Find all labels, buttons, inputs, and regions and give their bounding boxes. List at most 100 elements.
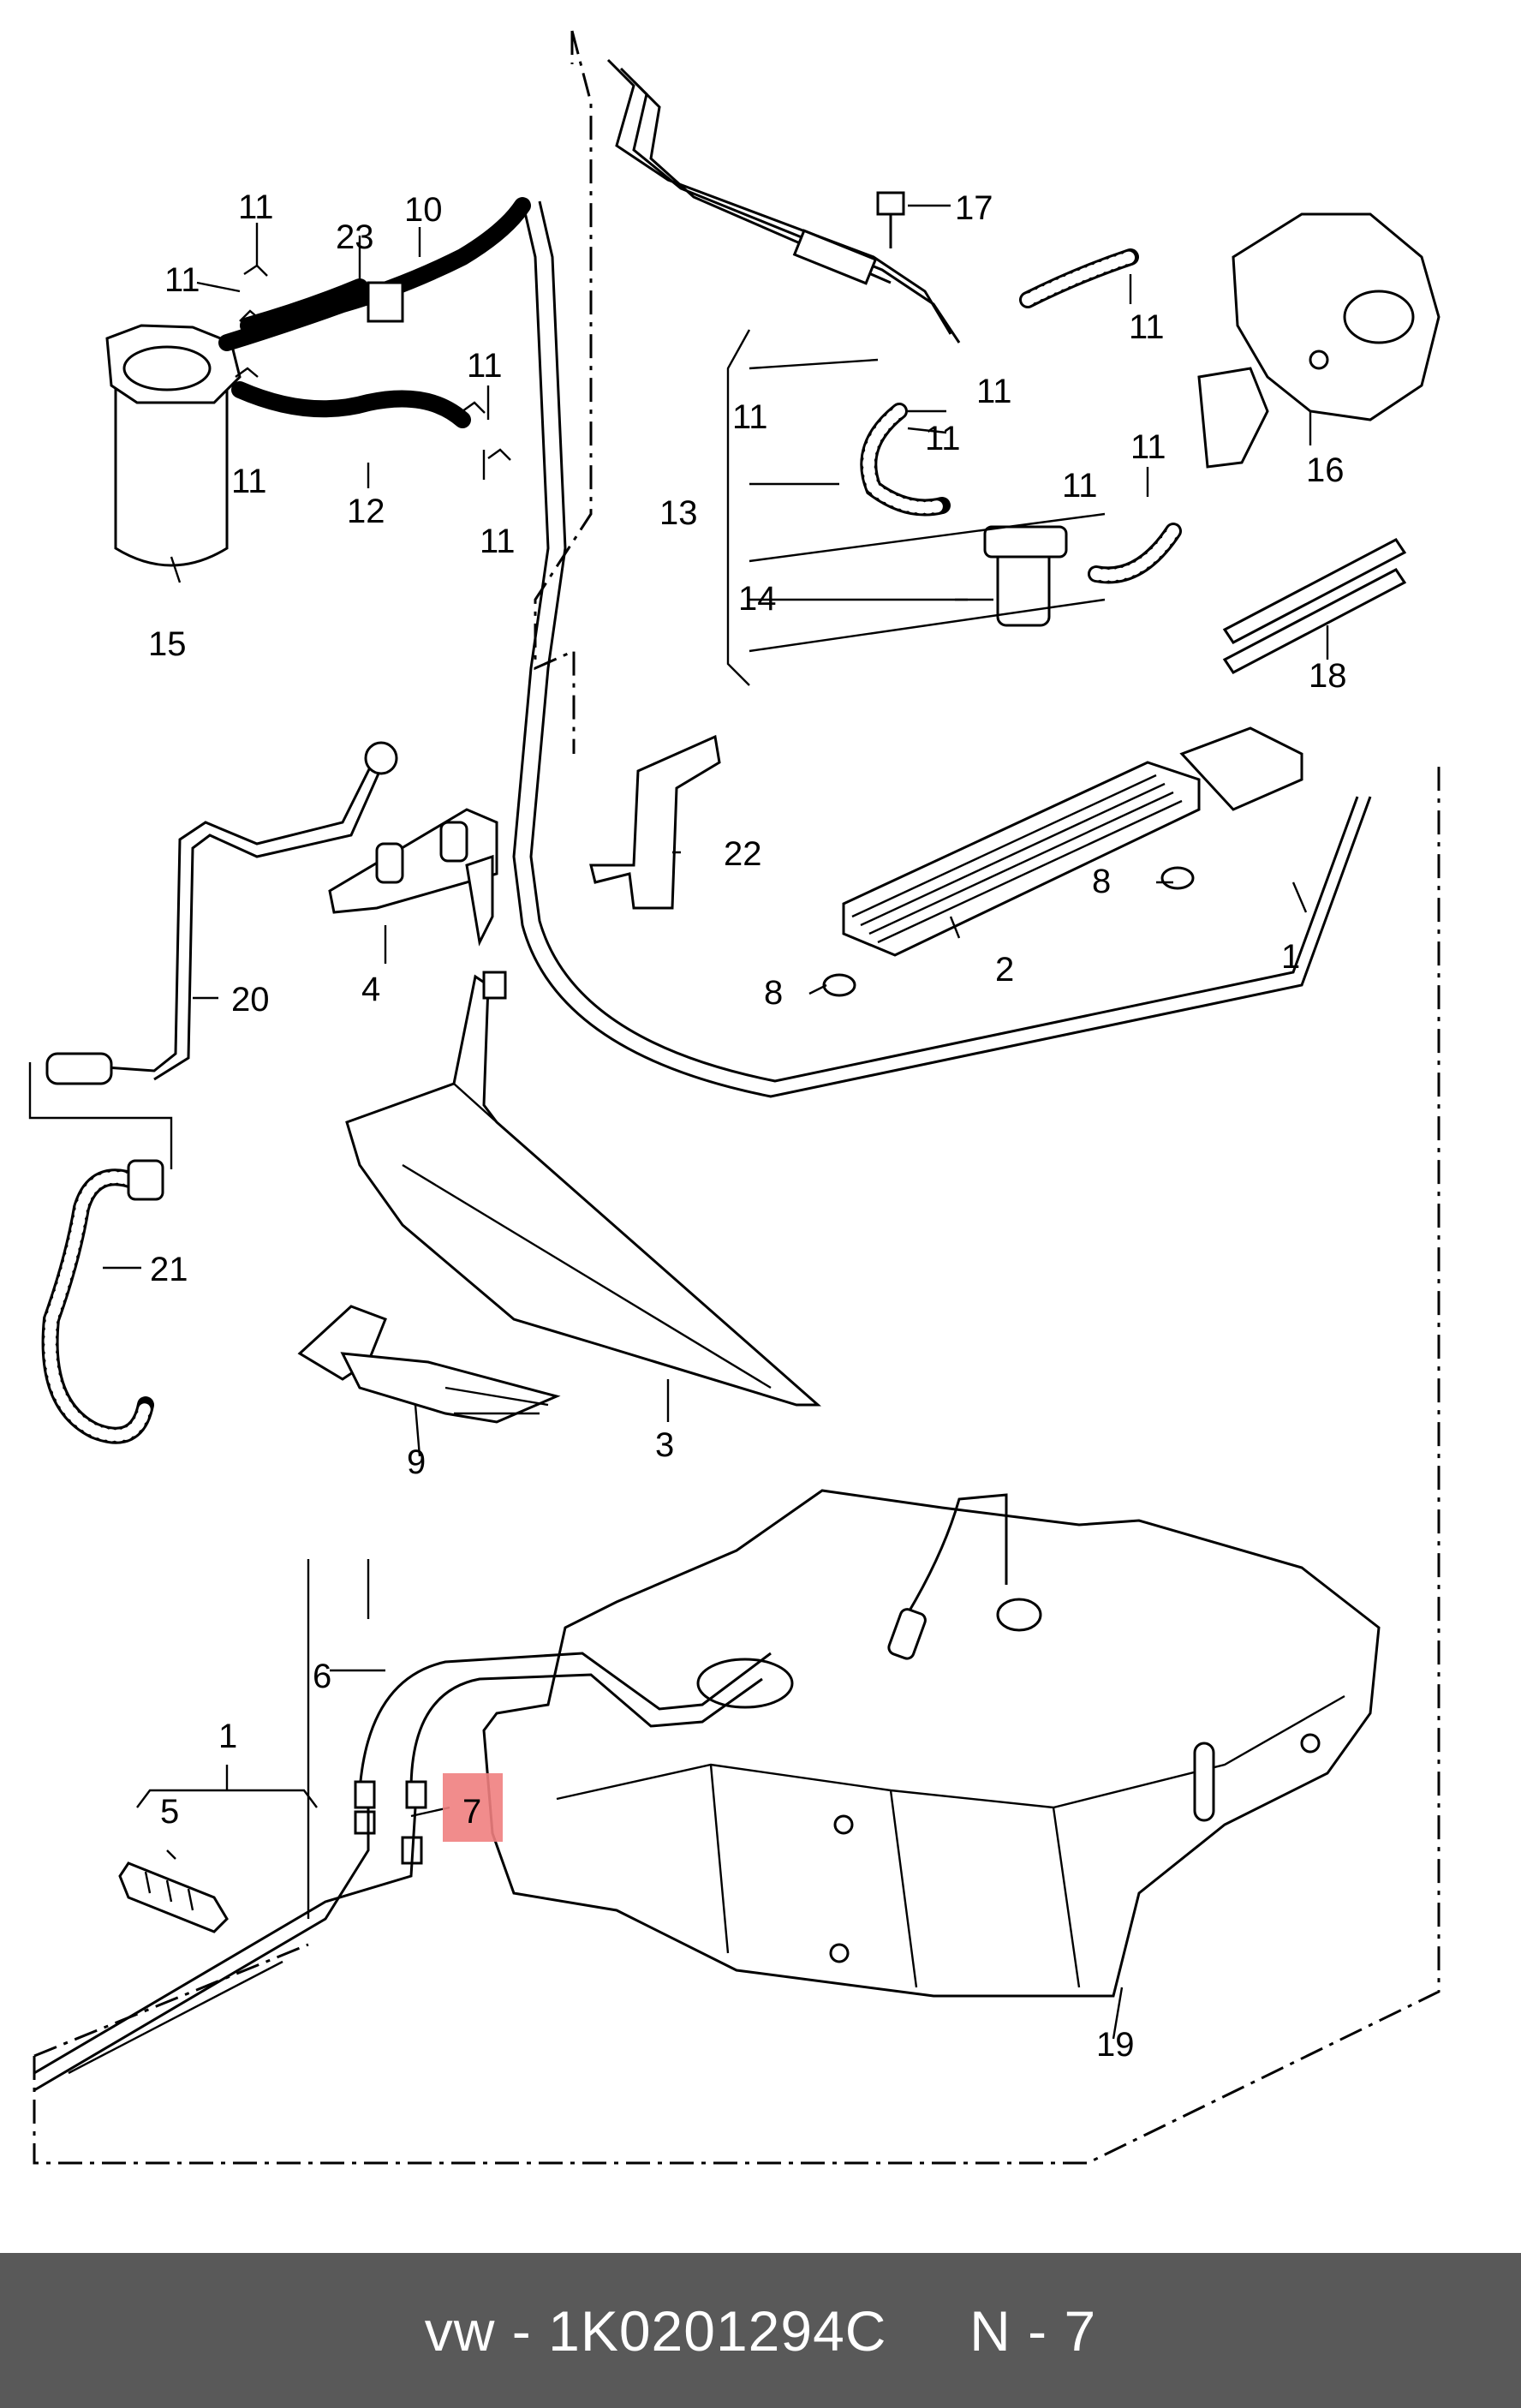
fuel-cooler-2	[822, 726, 1303, 997]
callout-11-e: 11	[480, 523, 516, 560]
fuel-tank-bolt-c	[1300, 1733, 1321, 1754]
callout-11-g: 11	[976, 373, 1012, 410]
callout-20: 20	[231, 981, 270, 1019]
tank-vent-line	[898, 1493, 1008, 1628]
callout-11-b: 11	[164, 261, 200, 299]
fuel-filter-assembly	[105, 197, 531, 567]
pipe-20-b	[153, 757, 387, 1081]
callout-7-highlight	[443, 1773, 503, 1842]
leader-13-bracket	[749, 358, 1106, 653]
line-bundle-top-a	[606, 58, 952, 335]
hose-21-texture	[44, 1171, 152, 1442]
bracket-22	[589, 734, 721, 910]
connector-9	[297, 1305, 561, 1424]
pipe-20-bracket	[28, 1062, 173, 1169]
callout-7: 7	[462, 1793, 481, 1831]
tank-vent-connector	[887, 1608, 927, 1660]
connector-left-b	[405, 1780, 427, 1809]
callout-11: 11	[238, 188, 274, 226]
callout-1-upper: 1	[1281, 938, 1300, 976]
hose-13-a-texture	[862, 405, 948, 514]
pipe-20-connector	[45, 1052, 113, 1085]
callout-14: 14	[738, 580, 777, 618]
boundary-lower-dashed	[33, 767, 1440, 2165]
callout-11-c: 11	[231, 463, 267, 500]
callout-6: 6	[313, 1658, 331, 1695]
hose-21-fitting	[127, 1159, 164, 1201]
hose-12-outer	[231, 381, 471, 428]
callout-10: 10	[404, 191, 443, 229]
pipe-20	[93, 753, 379, 1073]
callout-11-d: 11	[467, 347, 503, 385]
fuel-line-upper-a	[512, 200, 1372, 1098]
valve-14	[983, 525, 1068, 627]
callout-11-k: 11	[1130, 428, 1166, 466]
clip-5	[118, 1861, 229, 1933]
callout-11-i: 11	[925, 420, 961, 457]
callout-3: 3	[655, 1426, 674, 1464]
bracket-1-lower	[136, 1765, 318, 1808]
nut-8-upper	[1160, 866, 1195, 890]
fuel-tank-filler-neck	[996, 1598, 1042, 1632]
footer-gap	[886, 2298, 969, 2363]
callout-17: 17	[955, 189, 993, 227]
heat-shield-3-tab	[482, 971, 507, 1000]
footer-brand: vw	[424, 2298, 496, 2363]
bracket-4-stud-a	[375, 842, 404, 884]
line-bracket-top	[792, 229, 878, 285]
hose-13-c-texture	[1090, 525, 1179, 582]
callout-11-j: 11	[1062, 467, 1098, 505]
hose-sleeve-23	[367, 281, 404, 323]
heat-shield-3	[345, 974, 821, 1407]
callout-18: 18	[1309, 657, 1347, 695]
fuel-line-lower-a	[33, 1807, 370, 2092]
nut-8-lower	[822, 973, 856, 997]
footer-part-number: 1K0201294C	[548, 2298, 887, 2363]
fuel-tank-slot	[1193, 1742, 1215, 1822]
part-number-footer: vw - 1K0201294C N - 7	[0, 2253, 1521, 2408]
footer-position: N - 7	[969, 2298, 1097, 2363]
fuel-tank-bolt-b	[829, 1943, 850, 1963]
fuel-tank-19-contour	[556, 1694, 1345, 1988]
fuel-tank-bolt-a	[833, 1814, 854, 1835]
callout-4: 4	[361, 971, 380, 1008]
clip-5-detail	[144, 1871, 194, 1911]
leader-lines	[103, 204, 1329, 2040]
fuel-line-6-b	[409, 1673, 763, 1791]
callout-5: 5	[160, 1793, 179, 1831]
hose-13-b-texture	[1022, 251, 1136, 306]
pipe-20-end-cap	[364, 741, 398, 775]
callout-23: 23	[336, 218, 374, 256]
callout-8-upper: 8	[1092, 863, 1111, 900]
heat-shield-3-detail	[402, 1083, 772, 1389]
boundary-upper-dashed	[534, 30, 593, 754]
pump-16	[1197, 212, 1440, 469]
callout-8-lower: 8	[764, 974, 783, 1012]
fuel-tank-pump-flange	[696, 1658, 794, 1709]
clip-strip-18	[1222, 538, 1407, 674]
callout-2: 2	[995, 951, 1014, 989]
callout-22: 22	[724, 835, 762, 873]
fuel-tank-19	[482, 1489, 1381, 1998]
fuel-filter-port	[122, 345, 212, 391]
callout-15: 15	[148, 625, 187, 663]
bracket-13	[726, 329, 751, 686]
callout-13: 13	[659, 494, 698, 532]
callout-11-f: 11	[1129, 308, 1165, 346]
footer-separator: -	[495, 2298, 549, 2363]
fuel-line-lower-c	[68, 1960, 283, 2075]
callout-1-lower: 1	[218, 1718, 237, 1755]
fuel-line-lower-b	[33, 1807, 417, 2075]
connector-left-c	[354, 1810, 376, 1835]
callout-19: 19	[1096, 2026, 1135, 2064]
bracket-4-stud-b	[439, 821, 468, 863]
line-bundle-top-c	[632, 80, 892, 284]
fuel-line-upper-b	[529, 200, 1359, 1083]
callout-9: 9	[407, 1443, 426, 1481]
fuel-line-6-a	[358, 1652, 772, 1791]
bolt-17	[876, 191, 905, 248]
callout-16: 16	[1306, 451, 1345, 489]
callout-12: 12	[347, 493, 385, 530]
callout-21: 21	[150, 1251, 188, 1288]
bracket-4-flange	[465, 854, 494, 947]
